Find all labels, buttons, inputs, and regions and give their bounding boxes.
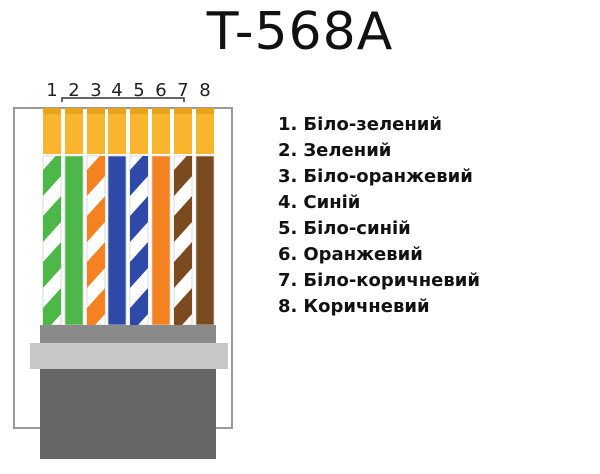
wire-pin-8: [195, 155, 215, 326]
gold-contact-top: [43, 108, 61, 114]
legend-item-1: 1.Біло-зелений: [278, 112, 480, 138]
wire-pin-7: [173, 155, 193, 326]
gold-contact: [65, 108, 83, 154]
wire-stripe: [130, 156, 148, 196]
wire-pin-5: [129, 155, 149, 326]
gold-contact-top: [65, 108, 83, 114]
legend-label: Оранжевий: [303, 244, 423, 265]
legend-label: Біло-коричневий: [303, 270, 480, 291]
wire-stripe: [130, 196, 148, 242]
legend-number: 2.: [278, 140, 298, 161]
pin-number: 6: [155, 80, 166, 101]
gold-contact-top: [87, 108, 105, 114]
legend-item-3: 3.Біло-оранжевий: [278, 164, 480, 190]
wire-stripe: [174, 156, 192, 196]
gold-contact: [108, 108, 126, 154]
legend-label: Коричневий: [303, 296, 430, 317]
gold-contact: [174, 108, 192, 154]
legend-label: Біло-зелений: [303, 114, 443, 135]
legend-number: 8.: [278, 296, 298, 317]
legend-label: Зелений: [303, 140, 392, 161]
latch-clip: [30, 343, 228, 369]
gold-contacts: [43, 108, 214, 154]
gold-contact: [196, 108, 214, 154]
gold-contact-top: [152, 108, 170, 114]
legend-number: 1.: [278, 114, 298, 135]
wires: [42, 155, 215, 326]
gold-contact-top: [196, 108, 214, 114]
wire-stripe: [43, 156, 61, 196]
wire-pin-1: [42, 155, 62, 326]
wire-stripe: [43, 288, 61, 325]
wire-stripe: [43, 196, 61, 242]
pin-number: 3: [90, 80, 101, 101]
crimp-bar: [40, 325, 216, 343]
legend-item-4: 4.Синій: [278, 190, 480, 216]
wire-pin-6: [151, 155, 171, 326]
wire-stripe: [174, 242, 192, 288]
pin-number: 8: [199, 80, 210, 101]
legend-label: Біло-оранжевий: [303, 166, 473, 187]
legend-label: Біло-синій: [303, 218, 411, 239]
pin-number: 7: [177, 80, 188, 101]
wire-pin-2: [64, 155, 84, 326]
legend-number: 5.: [278, 218, 298, 239]
legend-number: 3.: [278, 166, 298, 187]
wire-stripe: [130, 242, 148, 288]
gold-contact: [43, 108, 61, 154]
gold-contact: [87, 108, 105, 154]
cable-boot: [40, 369, 216, 459]
wire-stripe: [174, 196, 192, 242]
gold-contact-top: [130, 108, 148, 114]
wire-stripe: [87, 242, 105, 288]
legend-item-7: 7.Біло-коричневий: [278, 268, 480, 294]
wire-stripe: [87, 156, 105, 196]
legend-number: 6.: [278, 244, 298, 265]
pin-number: 1: [46, 80, 57, 101]
wire-stripe: [43, 242, 61, 288]
wire-stripe: [130, 288, 148, 325]
gold-contact-top: [174, 108, 192, 114]
pin-bracket: [61, 97, 185, 102]
legend-number: 7.: [278, 270, 298, 291]
legend-item-8: 8.Коричневий: [278, 294, 480, 320]
wire-stripe: [87, 288, 105, 325]
page-title: T-568A: [206, 2, 394, 62]
gold-contact-top: [108, 108, 126, 114]
pin-number: 2: [68, 80, 79, 101]
legend-item-5: 5.Біло-синій: [278, 216, 480, 242]
pin-number: 4: [111, 80, 122, 101]
legend-item-2: 2.Зелений: [278, 138, 480, 164]
wire-stripe: [87, 196, 105, 242]
legend-item-6: 6.Оранжевий: [278, 242, 480, 268]
pin-number: 5: [133, 80, 144, 101]
wire-pin-3: [86, 155, 106, 326]
legend-number: 4.: [278, 192, 298, 213]
gold-contact: [152, 108, 170, 154]
wire-stripe: [174, 288, 192, 325]
wire-pin-4: [107, 155, 127, 326]
legend-label: Синій: [303, 192, 361, 213]
gold-contact: [130, 108, 148, 154]
